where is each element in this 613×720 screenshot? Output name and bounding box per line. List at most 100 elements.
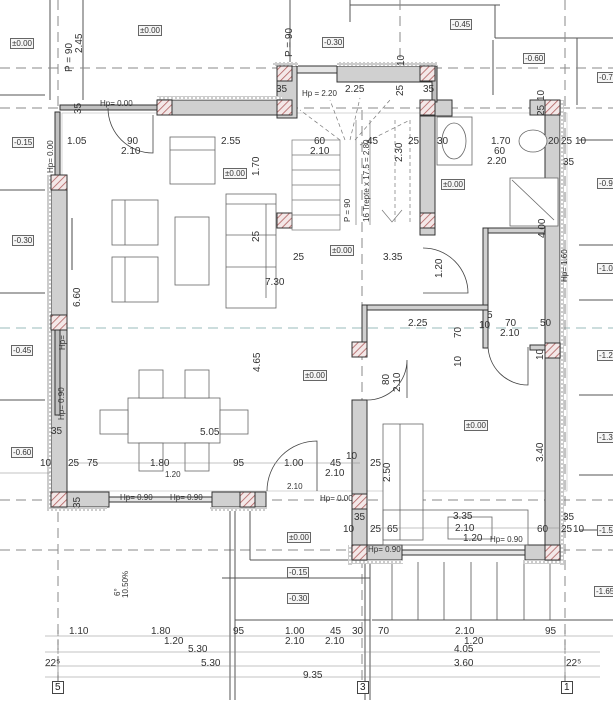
dim-label: 2.55 — [221, 136, 241, 147]
dim-label: 10 — [343, 524, 355, 535]
dim-label: 30 — [437, 136, 449, 147]
dim-label: 70 — [378, 626, 390, 637]
dim-label: 2.10 — [285, 636, 305, 647]
level-tag: -0.60 — [11, 447, 34, 458]
dim-label: 1.00 — [285, 626, 305, 637]
dim-label: Hp= 0.00 — [46, 140, 55, 173]
dim-label: 16 Trepte x 17.5 = 2.80 — [362, 139, 371, 222]
level-tag: ±0.00 — [287, 532, 311, 543]
dim-label: 3.60 — [454, 658, 474, 669]
level-tag: -0.15 — [287, 567, 310, 578]
columns — [50, 65, 561, 561]
insulation — [47, 62, 564, 565]
dim-label: 10 — [346, 451, 358, 462]
dim-label: Hp= 0.00 — [320, 494, 353, 503]
dim-label: 65 — [387, 524, 399, 535]
axis-marker-3: 3 — [357, 681, 369, 694]
dim-label: 30 — [352, 626, 364, 637]
dim-label: 10 — [40, 458, 52, 469]
dim-label: 1.20 — [463, 533, 483, 544]
level-tag: -0.60 — [523, 53, 546, 64]
dim-label: 1.80 — [150, 458, 170, 469]
slope-pct-label: 10.50% — [121, 570, 130, 598]
dim-label: 7.30 — [265, 277, 285, 288]
dim-label: Hp= 0.90 — [368, 545, 401, 554]
dim-label: 22⁵ — [566, 658, 582, 669]
level-tag: -0.45 — [11, 345, 34, 356]
dim-label: 1.05 — [67, 136, 87, 147]
dim-label: 10 — [535, 348, 546, 360]
dim-label: 10 — [536, 89, 547, 101]
walls — [50, 65, 561, 561]
level-tag: -1.05 — [597, 263, 613, 274]
dim-label: 2.25 — [408, 318, 428, 329]
dim-label: 25 — [251, 230, 262, 242]
level-tag: -0.30 — [287, 593, 310, 604]
dim-label: 2.10 — [455, 523, 475, 534]
dim-label: 2.10 — [121, 146, 141, 157]
dim-label: 5.30 — [188, 644, 208, 655]
dim-label: 2.45 — [74, 33, 85, 53]
level-tag: -0.90 — [597, 178, 613, 189]
dim-label: 35 — [563, 157, 575, 168]
dim-label: 2.30 — [394, 142, 405, 162]
level-tag: ±0.00 — [464, 420, 488, 431]
level-tag: ±0.00 — [303, 370, 327, 381]
dim-label: Hp= 0.90 — [490, 535, 523, 544]
dim-label: 2.10 — [325, 636, 345, 647]
dim-label: 60 — [494, 146, 506, 157]
level-tag: -1.50 — [597, 525, 613, 536]
level-tag: -0.15 — [12, 137, 35, 148]
level-tag: -0.75 — [597, 72, 613, 83]
dim-label: 20 — [548, 136, 560, 147]
dim-label: 45 — [330, 458, 342, 469]
dim-label: 35 — [51, 426, 63, 437]
level-tag: ±0.00 — [223, 168, 247, 179]
level-tag: -0.30 — [12, 235, 35, 246]
level-tag: -0.45 — [450, 19, 473, 30]
dimension-lines — [0, 462, 613, 690]
dim-label: 22⁵ — [45, 658, 61, 669]
dim-label: 2.25 — [345, 84, 365, 95]
dim-label: 1.70 — [251, 156, 262, 176]
dim-label: 95 — [233, 458, 245, 469]
dim-label: 1.20 — [165, 470, 181, 479]
dim-label: 1.20 — [434, 258, 445, 278]
dim-label: 25 — [561, 524, 573, 535]
dim-label: 45 — [367, 136, 379, 147]
dim-label: 1.20 — [164, 636, 184, 647]
axis-marker-5: 5 — [52, 681, 64, 694]
dim-label: P = 90 — [343, 198, 352, 222]
dim-label: Hp = 2.20 — [302, 89, 337, 98]
level-tag: ±0.00 — [330, 245, 354, 256]
dim-label: 2.10 — [392, 372, 403, 392]
dim-label: 1.10 — [69, 626, 89, 637]
level-tag: -1.65 — [594, 586, 613, 597]
dim-label: 2.10 — [500, 328, 520, 339]
dim-label: 5.30 — [201, 658, 221, 669]
dim-label: 2.10 — [455, 626, 475, 637]
dim-label: 70 — [453, 326, 464, 338]
dim-label: 2.10 — [325, 468, 345, 479]
dim-label: 70 — [505, 318, 517, 329]
dim-label: 3.35 — [453, 511, 473, 522]
furniture — [71, 116, 559, 546]
dim-label: 2.10 — [287, 482, 303, 491]
level-tag: ±0.00 — [441, 179, 465, 190]
dim-label: 35 — [354, 512, 366, 523]
dim-label: 25 — [370, 524, 382, 535]
dim-label: 25 — [370, 458, 382, 469]
level-tag: -1.20 — [597, 350, 613, 361]
dim-label: 25 — [561, 136, 573, 147]
dim-label: Hp= 1.60 — [560, 249, 569, 282]
dim-label: 2.10 — [310, 146, 330, 157]
dim-label: 35 — [73, 102, 84, 114]
dim-label: 3.40 — [535, 442, 546, 462]
dim-label: 4.05 — [454, 644, 474, 655]
staircase — [291, 97, 411, 231]
dim-label: 1.80 — [151, 626, 171, 637]
level-tag: -0.30 — [322, 37, 345, 48]
dim-label: 1.00 — [284, 458, 304, 469]
dim-label: 10 — [575, 136, 587, 147]
dim-label: P = 90 — [284, 27, 295, 57]
